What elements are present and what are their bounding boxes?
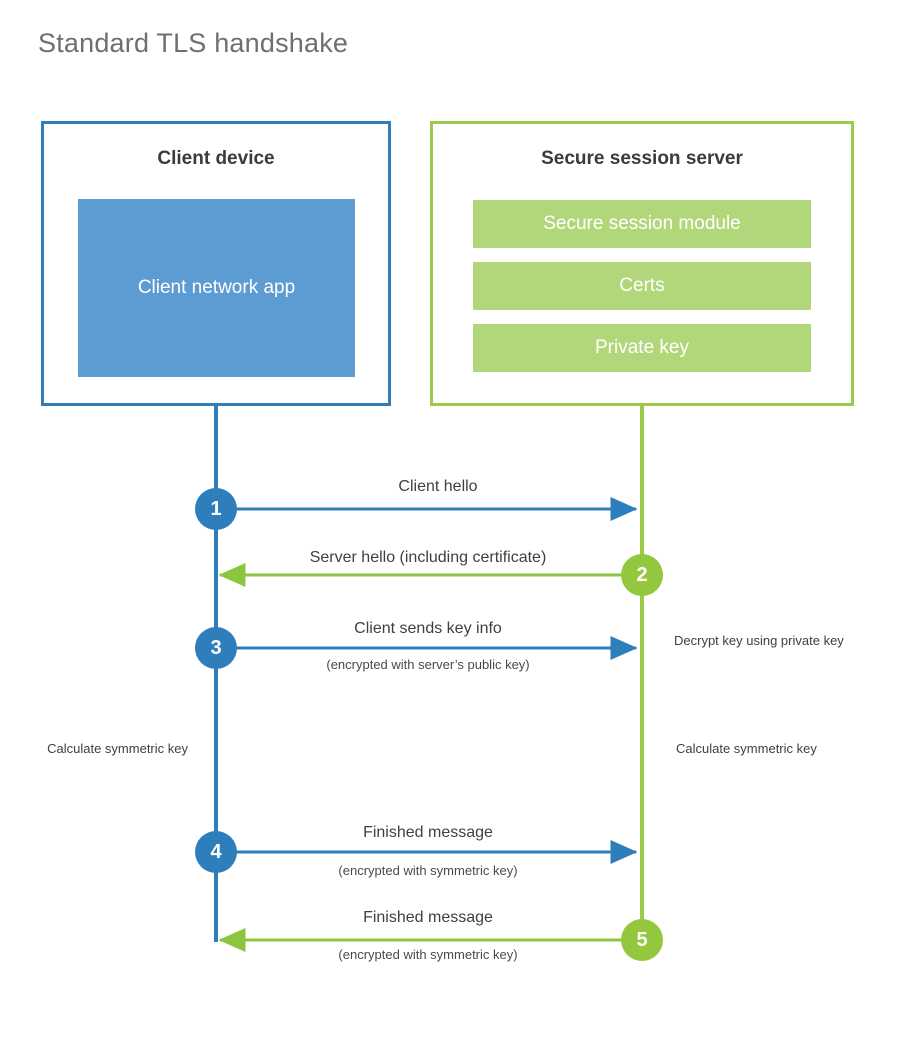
client-device-title: Client device [157, 148, 275, 169]
message-sublabel-step-3: (encrypted with server’s public key) [326, 657, 530, 672]
client-lifeline [214, 406, 218, 942]
message-label-step-1: Client hello [398, 478, 478, 495]
annotation-calculate-symmetric-key-client: Calculate symmetric key [47, 741, 188, 756]
secure-session-server-title: Secure session server [541, 148, 743, 169]
message-sublabel-step-5: (encrypted with symmetric key) [338, 947, 518, 962]
message-label-step-2: Server hello (including certificate) [309, 549, 547, 566]
message-sublabel-step-4: (encrypted with symmetric key) [338, 863, 518, 878]
annotation-calculate-symmetric-key-server: Calculate symmetric key [676, 741, 817, 756]
server-module-list: Secure session module Certs Private key [473, 200, 811, 372]
message-label-step-5: Finished message [363, 909, 493, 926]
step-circle-4[interactable]: 4 [195, 831, 237, 873]
client-network-app-block: Client network app [78, 199, 355, 377]
step-circle-1[interactable]: 1 [195, 488, 237, 530]
step-circle-3[interactable]: 3 [195, 627, 237, 669]
server-module-secure-session-module: Secure session module [473, 200, 811, 248]
server-module-certs: Certs [473, 262, 811, 310]
server-module-private-key: Private key [473, 324, 811, 372]
message-label-step-3: Client sends key info [354, 620, 502, 637]
step-circle-2[interactable]: 2 [621, 554, 663, 596]
page-title: Standard TLS handshake [38, 28, 349, 58]
annotation-decrypt-key: Decrypt key using private key [674, 633, 844, 648]
step-circle-5[interactable]: 5 [621, 919, 663, 961]
message-label-step-4: Finished message [363, 824, 493, 841]
server-lifeline [640, 406, 644, 940]
